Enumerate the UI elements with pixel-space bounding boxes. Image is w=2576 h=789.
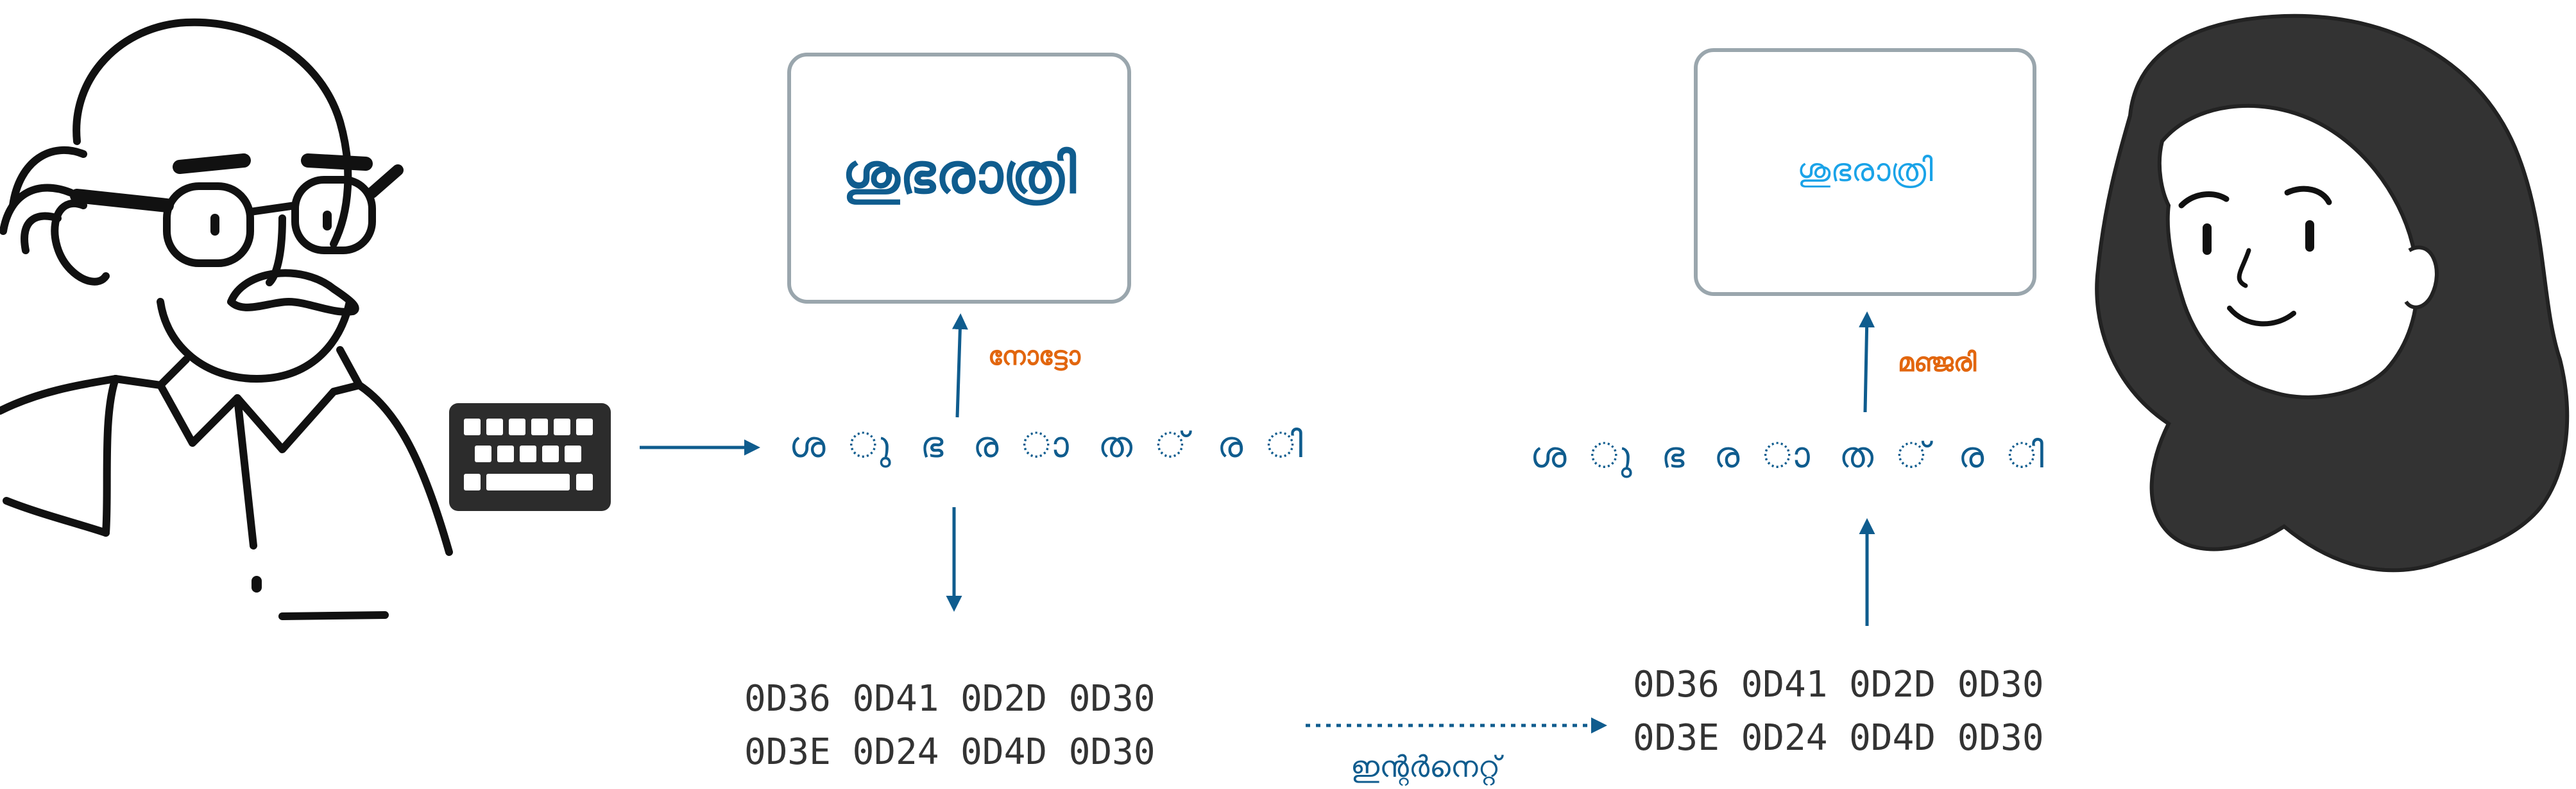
man-with-glasses-icon (0, 18, 453, 620)
arrow-sequence-to-render-receiver (1859, 311, 1875, 413)
sender-font-label: നോട്ടോ (988, 342, 1081, 371)
receiver-render-box (1694, 48, 2036, 296)
sender-rendered-text: ശുഭരാത്രി (842, 142, 1077, 206)
woman-portrait-icon (2095, 13, 2570, 573)
receiver-hex-line-1: 0D36 0D41 0D2D 0D30 (1633, 664, 2044, 706)
receiver-font-label: മഞ്ജരി (1898, 348, 1977, 377)
internet-label: ഇന്റർനെറ്റ് (1351, 749, 1504, 786)
arrow-sequence-to-render-sender (951, 313, 968, 418)
receiver-code-sequence: ശ ു ഭ ര ാ ത ് ര ി (1530, 435, 2053, 478)
sender-hex-line-1: 0D36 0D41 0D2D 0D30 (744, 678, 1156, 720)
sender-hex-line-2: 0D3E 0D24 0D4D 0D30 (744, 731, 1156, 773)
sender-render-box (787, 53, 1131, 304)
receiver-rendered-text: ശുഭരാത്രി (1797, 152, 1933, 189)
keyboard-icon (449, 403, 611, 511)
receiver-hex-line-2: 0D3E 0D24 0D4D 0D30 (1633, 717, 2044, 759)
sender-code-sequence: ശ ു ഭ ര ാ ത ് ര ി (789, 424, 1312, 468)
